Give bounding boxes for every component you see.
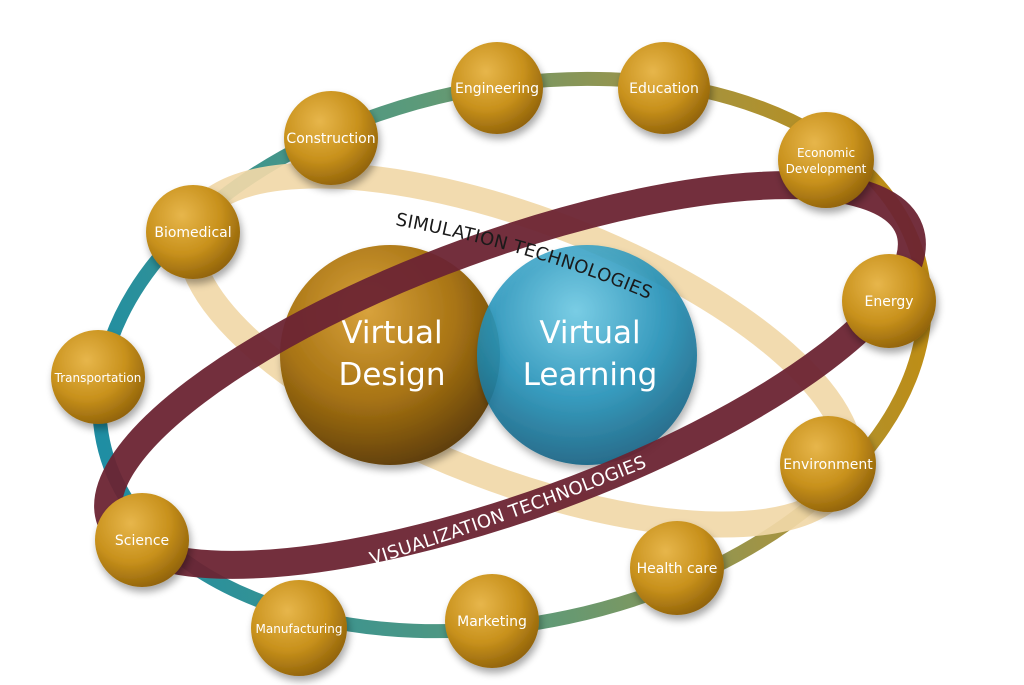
node-construction [284,91,378,185]
node-circle-transportation [51,330,145,424]
virtual-learning-label-line1: Virtual [539,315,640,351]
node-transportation [51,330,145,424]
node-education [618,42,710,134]
node-circle-engineering [451,42,543,134]
virtual-learning-circle [477,245,697,465]
node-circle-biomedical [146,185,240,279]
node-health-care [630,521,724,615]
node-manufacturing [251,580,347,676]
node-circle-construction [284,91,378,185]
node-label-economic-development: Economic [797,146,855,160]
node-label-science: Science [115,533,169,549]
node-energy [842,254,936,348]
node-label-health-care: Health care [637,561,718,577]
node-circle-economic-development [778,112,874,208]
node-economic-development [778,112,874,208]
node-circle-environment [780,416,876,512]
node-label-construction: Construction [286,131,375,147]
node-label-energy: Energy [864,294,913,310]
node-label-manufacturing: Manufacturing [256,622,343,636]
node-label-marketing: Marketing [457,614,527,630]
node-circle-education [618,42,710,134]
node-circle-science [95,493,189,587]
application-nodes: Engineering EducationEconomicDevelopmentE… [51,42,936,676]
node-label-transportation: Transportation [54,371,142,385]
virtual-learning-label-line2: Learning [523,357,658,393]
node-marketing [445,574,539,668]
node-label-engineering: Engineering [455,81,539,97]
node-biomedical [146,185,240,279]
node-circle-marketing [445,574,539,668]
node-circle-energy [842,254,936,348]
node-engineering [451,42,543,134]
node-label-economic-development: Development [786,162,867,176]
node-label-biomedical: Biomedical [154,225,231,241]
virtual-design-label-line2: Design [338,357,445,393]
node-circle-manufacturing [251,580,347,676]
node-circle-health-care [630,521,724,615]
node-label-environment: Environment [783,457,873,473]
node-label-education: Education [629,81,699,97]
node-environment [780,416,876,512]
node-science [95,493,189,587]
virtual-design-label-line1: Virtual [341,315,442,351]
